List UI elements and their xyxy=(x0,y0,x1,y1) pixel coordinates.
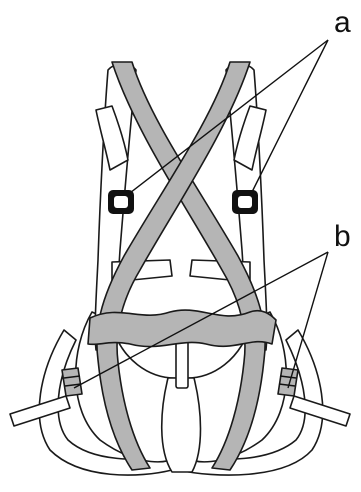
buckle-right xyxy=(232,190,258,214)
crotch-strap xyxy=(162,378,201,472)
callout-a-label: a xyxy=(334,6,351,39)
adjuster-right xyxy=(278,368,298,396)
callout-b-label: b xyxy=(334,220,351,253)
adjuster-left xyxy=(62,368,82,396)
waist-padding xyxy=(88,310,276,346)
